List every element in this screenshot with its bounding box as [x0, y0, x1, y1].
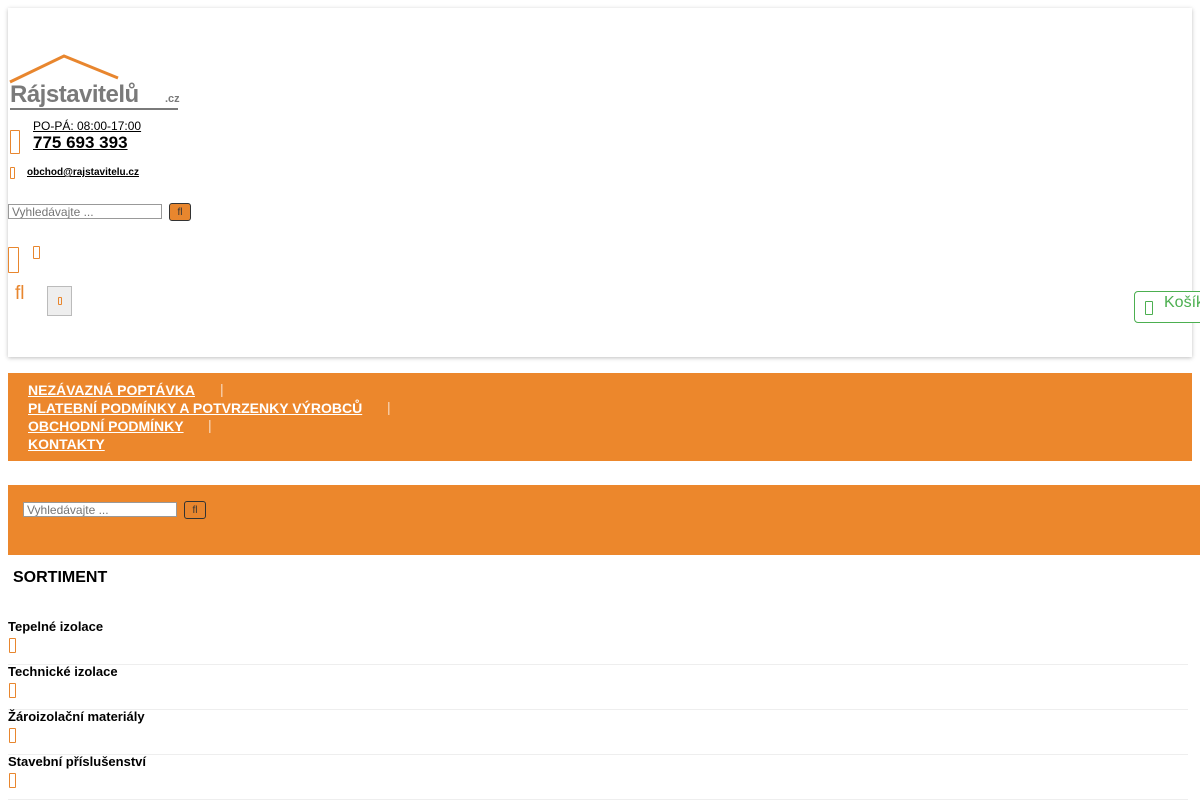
nav-item-obchodni-podminky[interactable]: OBCHODNÍ PODMÍNKY	[28, 418, 184, 434]
search-toggle-icon[interactable]: fl	[15, 283, 25, 304]
heart-icon[interactable]	[33, 246, 40, 259]
category-item[interactable]: Technické izolace	[8, 664, 1188, 710]
cart-label: Košík	[1164, 294, 1200, 311]
site-header: Rájstavitelů .cz PO-PÁ: 08:00-17:00 775 …	[8, 8, 1200, 357]
chevron-right-icon[interactable]	[9, 683, 16, 698]
nav-item-poptavka[interactable]: NEZÁVAZNÁ POPTÁVKA	[28, 382, 195, 398]
sortiment-heading: SORTIMENT	[13, 569, 108, 586]
chevron-right-icon[interactable]	[9, 773, 16, 788]
category-label[interactable]: Technické izolace	[8, 664, 118, 679]
main-search-button[interactable]: fl	[184, 501, 206, 519]
nav-separator: |	[387, 399, 391, 415]
logo-text: Rájstavitelů	[10, 81, 139, 108]
cart-button[interactable]: Košík	[1134, 291, 1200, 323]
header-search-button[interactable]: fl	[169, 203, 191, 221]
chevron-right-icon[interactable]	[9, 638, 16, 653]
mobile-icon	[10, 167, 15, 179]
top-navigation: NEZÁVAZNÁ POPTÁVKA | PLATEBNÍ PODMÍNKY A…	[8, 373, 1192, 461]
phone-icon	[10, 130, 20, 154]
category-item[interactable]: Žároizolační materiály	[8, 709, 1188, 755]
chevron-right-icon[interactable]	[9, 728, 16, 743]
nav-item-platebni-podminky[interactable]: PLATEBNÍ PODMÍNKY A POTVRZENKY VÝROBCŮ	[28, 400, 363, 416]
nav-separator: |	[220, 381, 224, 397]
main-search-input[interactable]	[23, 502, 177, 517]
opening-hours-link[interactable]: PO-PÁ: 08:00-17:00	[33, 119, 142, 133]
site-logo[interactable]: Rájstavitelů .cz	[8, 54, 180, 112]
nav-item-kontakty[interactable]: KONTAKTY	[28, 436, 105, 452]
logo-suffix: .cz	[165, 93, 180, 105]
menu-icon	[58, 297, 62, 305]
cart-icon	[1145, 301, 1153, 315]
phone-number-link[interactable]: 775 693 393	[33, 133, 128, 152]
category-label[interactable]: Žároizolační materiály	[8, 709, 145, 724]
menu-toggle-button[interactable]	[47, 286, 72, 316]
category-item[interactable]: Tepelné izolace	[8, 619, 1188, 665]
user-icon[interactable]	[8, 247, 19, 273]
email-link[interactable]: obchod@rajstavitelu.cz	[27, 167, 139, 178]
category-item[interactable]: Stavební příslušenství	[8, 754, 1188, 800]
category-label[interactable]: Stavební příslušenství	[8, 754, 146, 769]
category-label[interactable]: Tepelné izolace	[8, 619, 104, 634]
search-bar: fl	[8, 485, 1200, 555]
nav-separator: |	[208, 417, 212, 433]
header-search-input[interactable]	[8, 204, 162, 219]
